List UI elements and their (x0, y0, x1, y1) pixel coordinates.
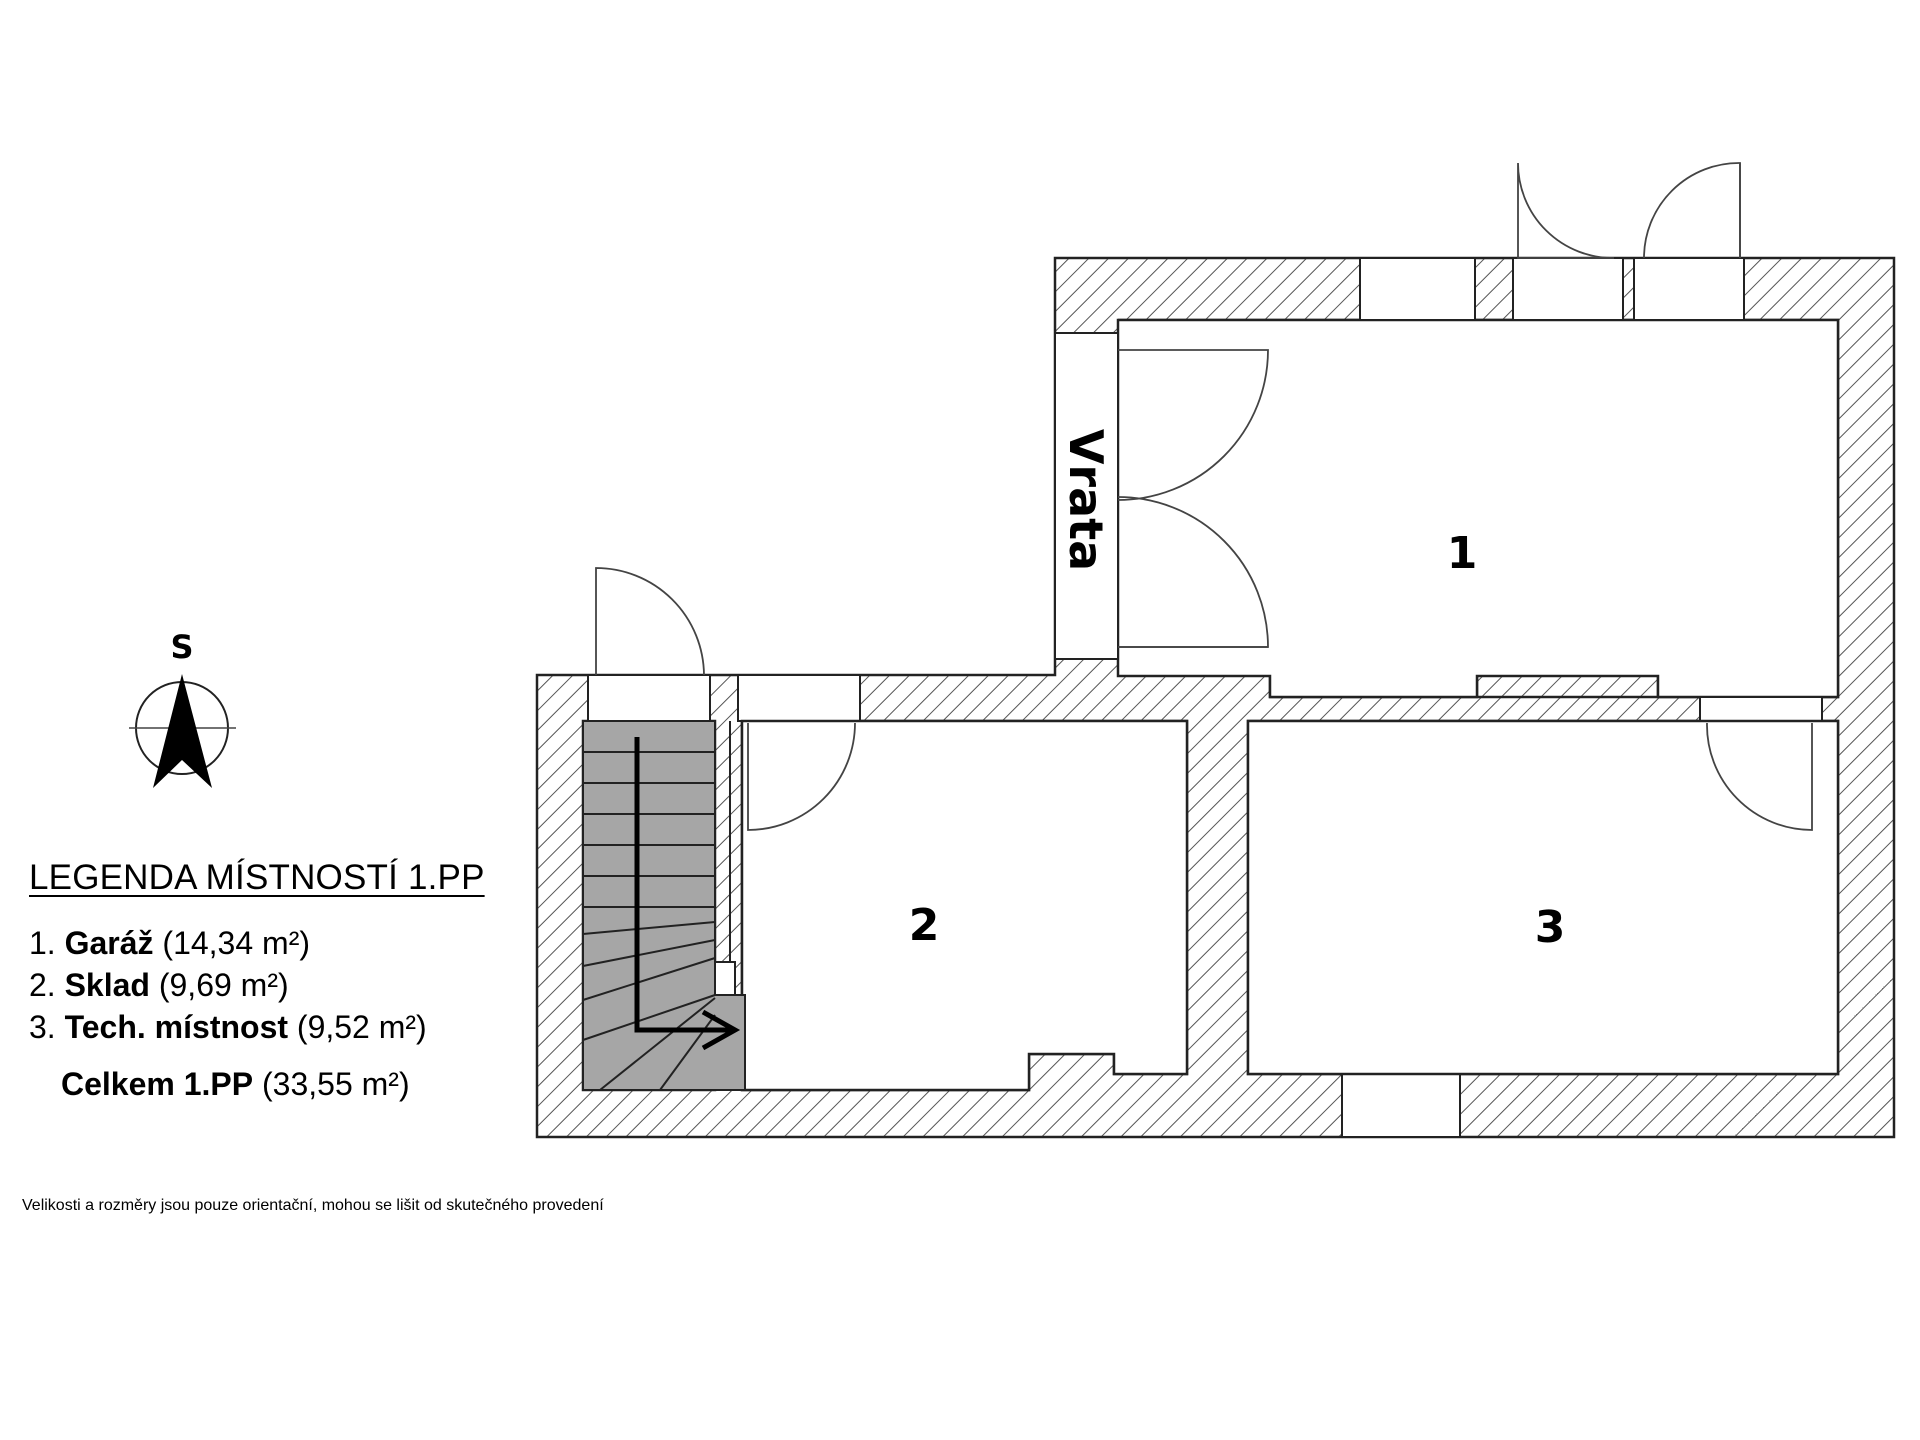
legend-item-area: (9,69 m²) (158, 967, 289, 1003)
window-south (1341, 1073, 1461, 1138)
legend-total-area: (33,55 m²) (262, 1066, 410, 1102)
gate-opening (1054, 332, 1119, 660)
stair-tread (582, 994, 716, 1041)
door-swing-entrance (595, 567, 705, 676)
window-north-1 (1359, 257, 1476, 321)
room-number-2: 2 (909, 900, 940, 951)
stair-arrow-head (701, 1009, 741, 1051)
legend-item-number: 1. (29, 925, 56, 961)
stair-tread (582, 921, 716, 935)
legend-item-number: 2. (29, 967, 56, 1003)
legend-item: 3. Tech. místnost (9,52 m²) (29, 1006, 485, 1048)
garage-outline (1116, 318, 1840, 699)
disclaimer-note: Velikosti a rozměry jsou pouze orientačn… (22, 1197, 604, 1214)
door-gap-room3 (1699, 696, 1823, 722)
room-2-outline (740, 719, 1189, 1092)
legend-total: Celkem 1.PP (33,55 m²) (29, 1066, 485, 1103)
door-swing-room3 (1706, 722, 1813, 831)
stair-tread (582, 939, 716, 967)
room-number-1: 1 (1447, 528, 1478, 579)
legend-total-name: Celkem 1.PP (61, 1066, 254, 1102)
legend-item-name: Tech. místnost (64, 1009, 289, 1045)
gate-leaf-lower (1117, 496, 1269, 648)
door-swing-room2 (747, 722, 856, 831)
gate-label: Vrata (1059, 429, 1113, 571)
stair-direction-arrow (634, 737, 735, 1033)
room-number-3: 3 (1535, 902, 1566, 953)
legend-item-area: (9,52 m²) (296, 1009, 427, 1045)
legend-item: 2. Sklad (9,69 m²) (29, 964, 485, 1006)
legend-item-name: Sklad (64, 967, 150, 1003)
room-legend: LEGENDA MÍSTNOSTÍ 1.PP 1. Garáž (14,34 m… (29, 858, 485, 1103)
room-3-outline (1246, 719, 1840, 1076)
legend-list: 1. Garáž (14,34 m²) 2. Sklad (9,69 m²) 3… (29, 922, 485, 1048)
door-swings (595, 162, 1813, 831)
legend-title: LEGENDA MÍSTNOSTÍ 1.PP (29, 858, 485, 897)
door-gap-stairs (587, 674, 711, 722)
legend-item: 1. Garáž (14,34 m²) (29, 922, 485, 964)
door-swing-north-1 (1517, 162, 1615, 259)
window-west (737, 674, 861, 722)
compass-label: S (170, 628, 193, 666)
staircase (582, 720, 746, 1091)
compass-needle (153, 674, 212, 788)
door-gap-north-2 (1633, 257, 1745, 321)
stair-treads (582, 751, 716, 1091)
wall-openings (587, 257, 1823, 1138)
stair-tread (599, 997, 716, 1091)
legend-item-area: (14,34 m²) (162, 925, 310, 961)
stair-notch (714, 961, 736, 996)
compass: S (129, 628, 236, 788)
door-gap-north-1 (1512, 257, 1624, 321)
legend-item-number: 3. (29, 1009, 56, 1045)
legend-item-name: Garáž (64, 925, 154, 961)
gate-leaf-upper (1117, 349, 1269, 501)
stair-tread (582, 957, 716, 1001)
door-swing-north-2 (1643, 162, 1741, 259)
